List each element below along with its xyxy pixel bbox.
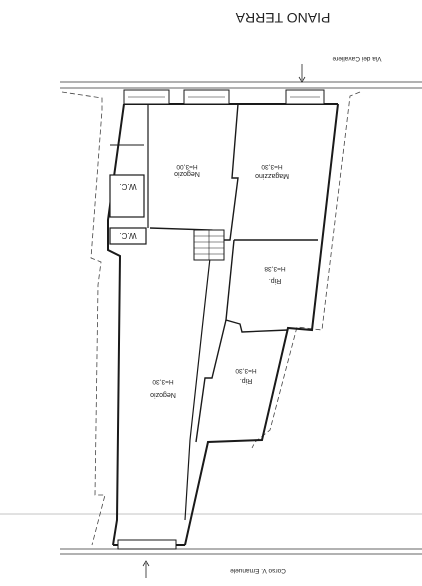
wall-rip-lower: [195, 319, 227, 443]
outer-wall-left: [107, 103, 125, 546]
room-name-rip-upper: Rip.: [269, 277, 282, 284]
staircase: [193, 229, 225, 261]
room-name-negozio-large: Negozio: [150, 391, 176, 398]
wc-room-upper: [109, 174, 145, 218]
wc-room-lower: [109, 227, 147, 245]
room-name-rip-lower: Rip.: [240, 377, 253, 384]
room-height-rip-lower: H=3,30: [235, 367, 257, 374]
plan-title: PIANO TERRA: [235, 10, 330, 26]
boundary-left-dashed: [61, 91, 106, 546]
room-magazzino: Magazzino: [255, 172, 289, 179]
street-label-bottom: Corso V. Emanuele: [230, 567, 286, 574]
wall-shop-right: [184, 239, 213, 521]
entrance-arrow-top: [298, 64, 306, 83]
room-height-negozio-large: H=3,30: [152, 378, 174, 385]
room-negozio-small: Negozio: [174, 170, 200, 177]
wc-label-upper: W.C.: [119, 182, 136, 191]
room-name-negozio-small: Negozio: [174, 170, 200, 177]
room-name-magazzino: Magazzino: [255, 172, 289, 179]
outer-wall-right: [184, 103, 339, 546]
boundary-right-dashed: [251, 91, 361, 449]
room-height-rip-upper: H=3,38: [264, 265, 286, 272]
street-label-top: Via dei Cavaliere: [332, 55, 381, 62]
entrance-arrow-bottom: [142, 560, 150, 578]
room-height-magazzino: H=3,30: [261, 163, 283, 170]
wall-rip-upper: [225, 239, 289, 333]
entrance-block-bottom: [117, 539, 177, 550]
room-height-negozio-small: H=3,00: [176, 163, 198, 170]
wc-label-lower: W.C.: [119, 231, 136, 240]
